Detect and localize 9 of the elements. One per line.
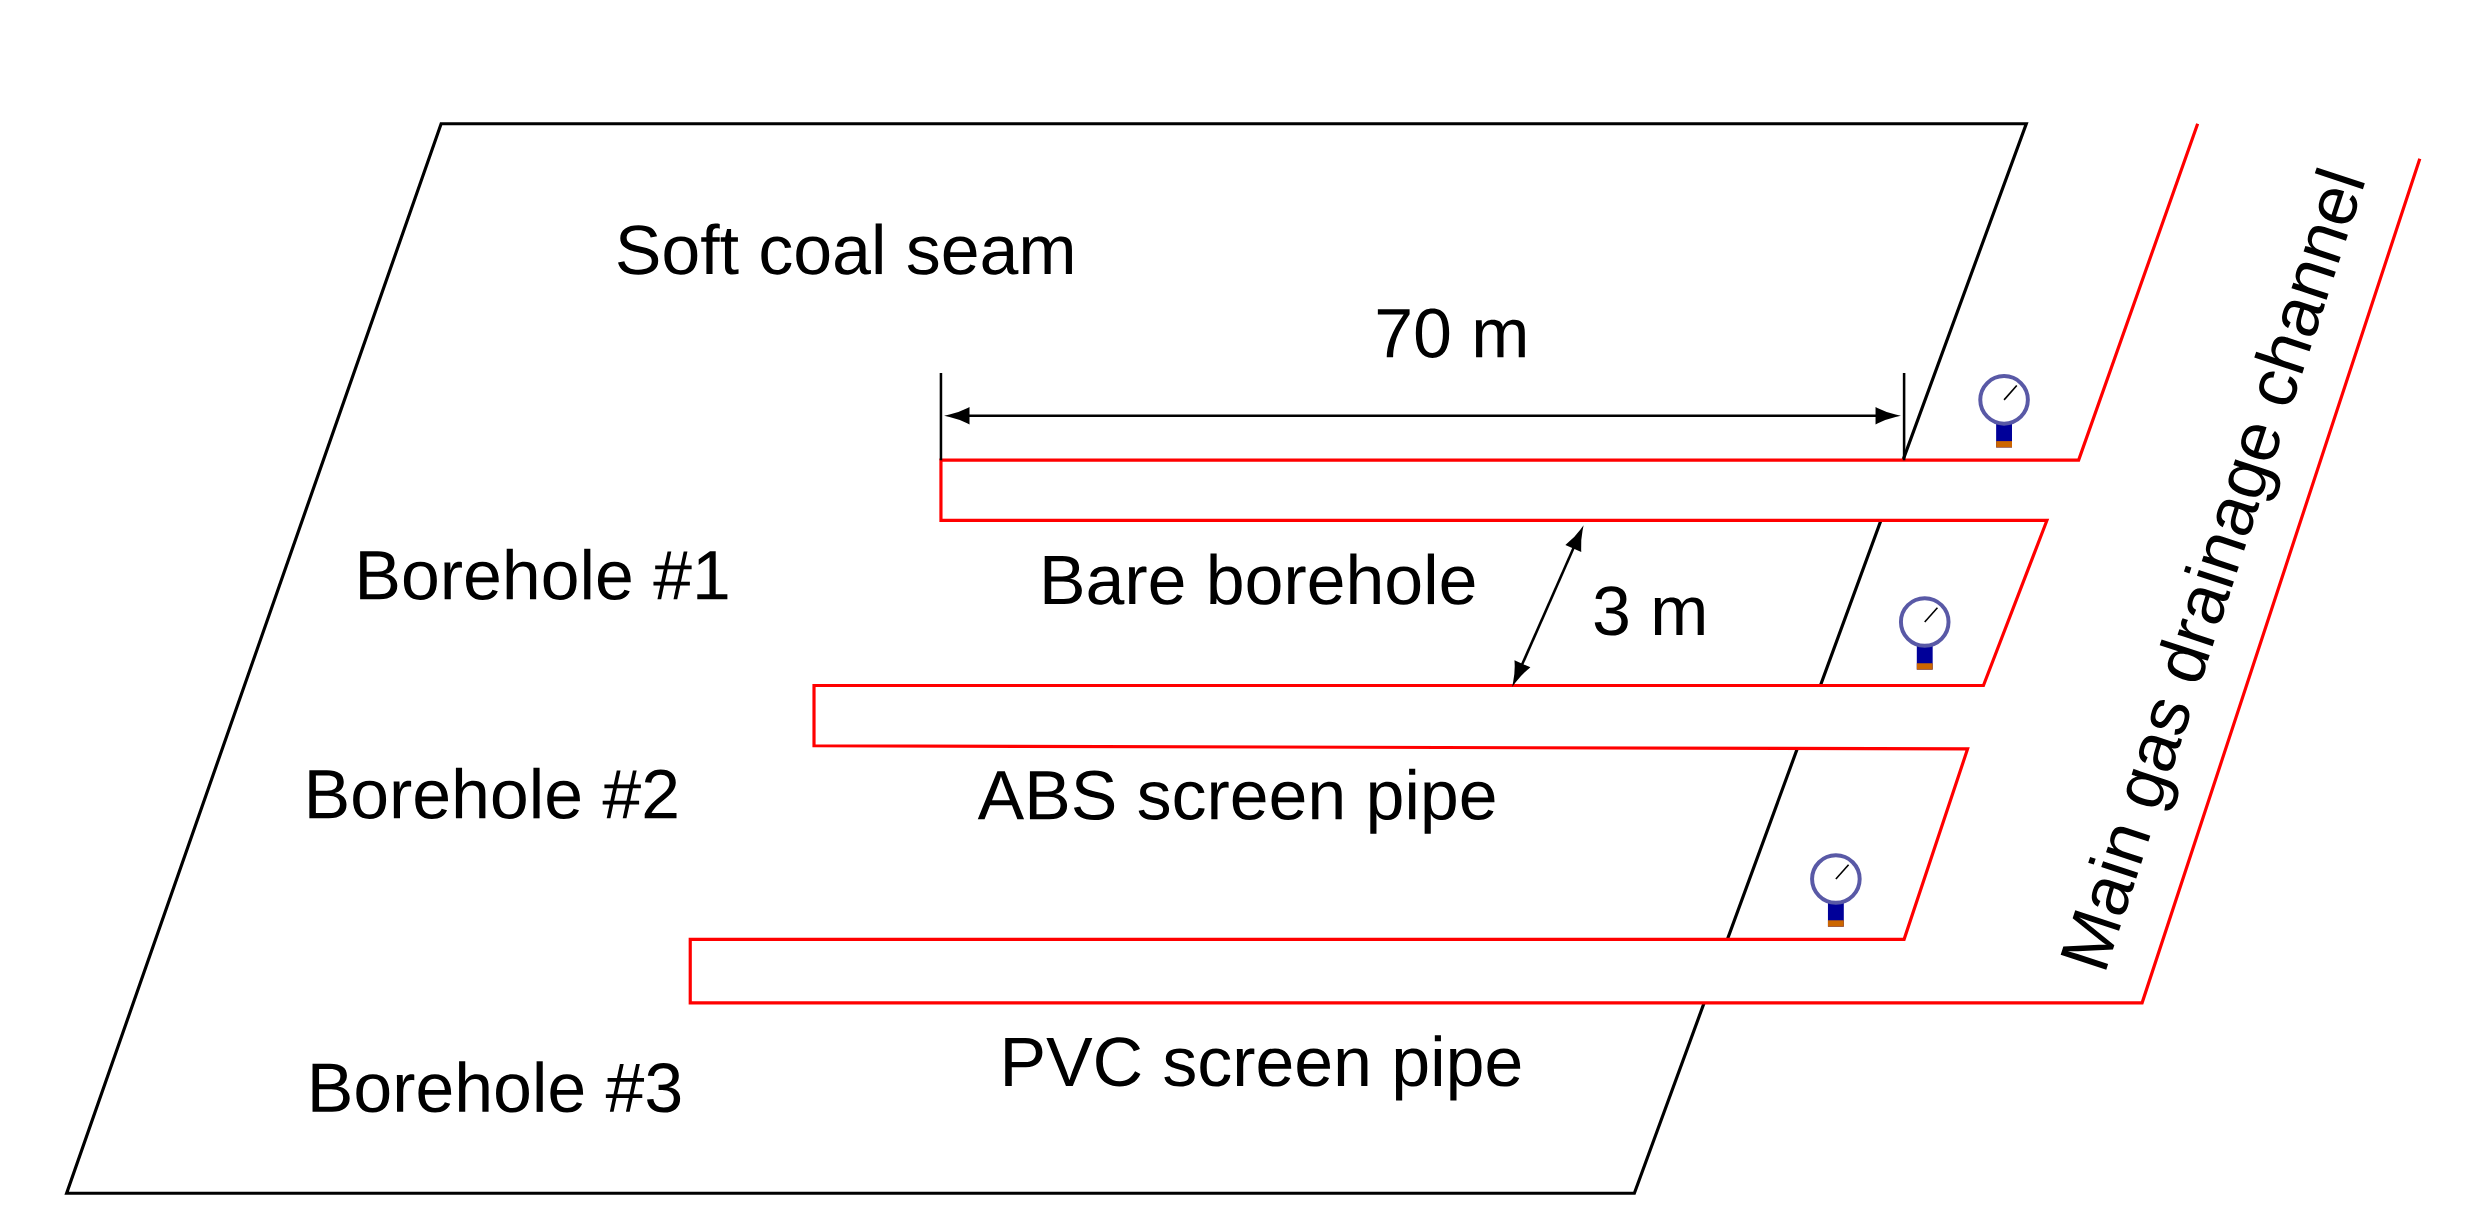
borehole-label: Borehole #3 [312,1061,681,1113]
pipe-label: Bare borehole [1044,553,1475,605]
borehole-label: Borehole #2 [309,767,677,819]
dimension-label: 3 m [1594,586,1704,636]
dimension-label: 70 m [1377,308,1525,358]
seam-label: Soft coal seam [618,223,1072,275]
borehole-label: Borehole #1 [360,548,728,600]
pipe-label: ABS screen pipe [977,768,1495,834]
pipe-label: PVC screen pipe [1005,1035,1521,1101]
